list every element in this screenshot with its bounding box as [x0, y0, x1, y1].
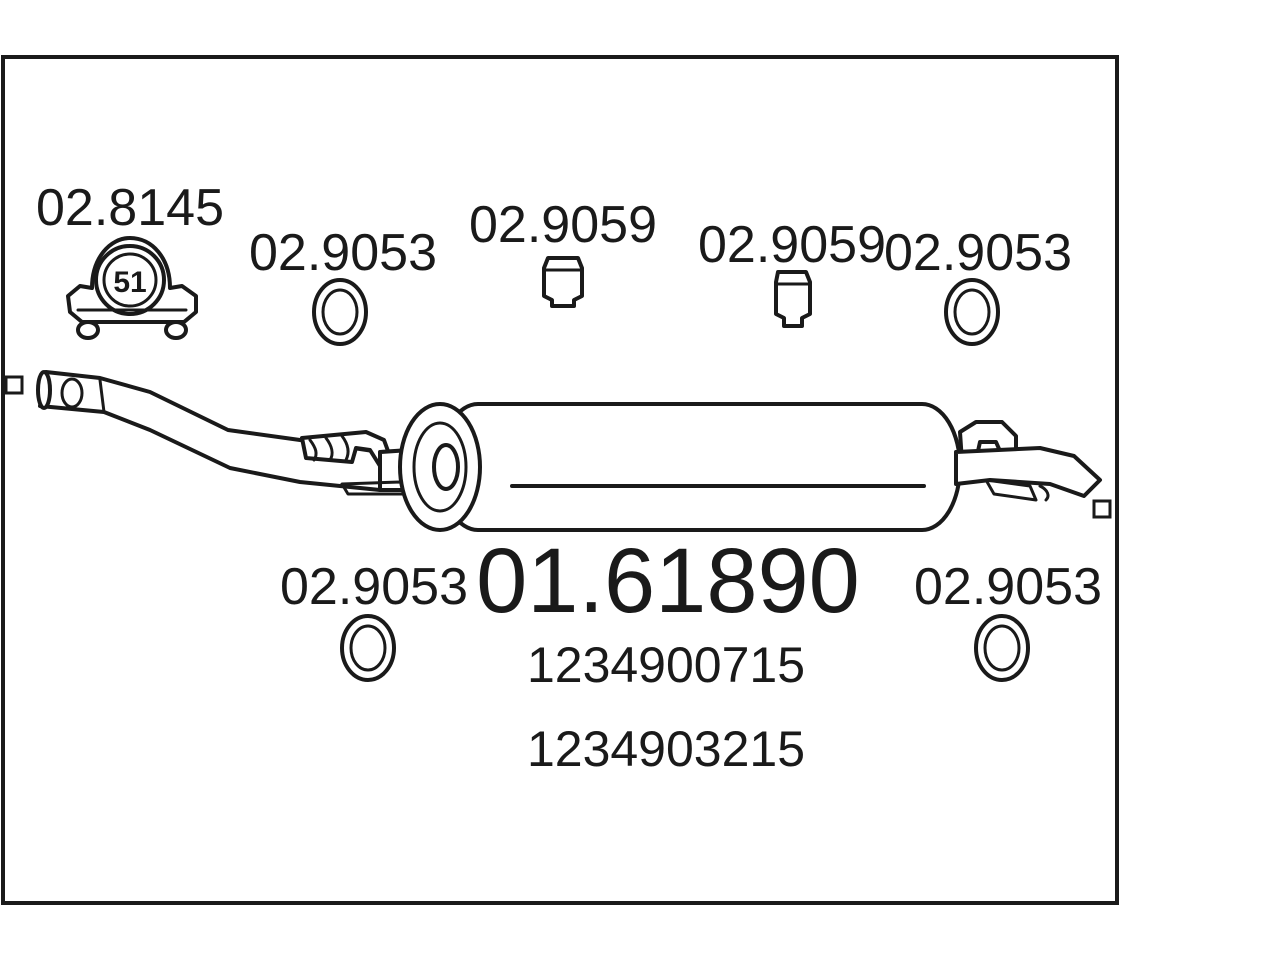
ring-top-right-part-number: 02.9053	[884, 224, 1072, 282]
mounting-bolt-right-icon	[774, 270, 812, 328]
rubber-ring-bottom-left-icon	[340, 614, 396, 682]
rear-silencer-assembly	[36, 370, 1102, 532]
main-part-number: 01.61890	[476, 530, 860, 632]
bolt-right-part-number: 02.9059	[698, 216, 886, 274]
oe-number-1: 1234900715	[527, 637, 805, 693]
rubber-ring-top-right-icon	[944, 278, 1000, 346]
ring-bottom-right-part-number: 02.9053	[914, 558, 1102, 616]
ring-bottom-left-part-number: 02.9053	[280, 558, 468, 616]
rubber-ring-top-left-icon	[312, 278, 368, 346]
rubber-ring-bottom-right-icon	[974, 614, 1030, 682]
mounting-bolt-left-icon	[542, 256, 584, 308]
left-connection-marker	[4, 375, 24, 395]
exhaust-clamp-icon	[66, 236, 198, 340]
clamp-part-number: 02.8145	[36, 179, 224, 237]
oe-number-2: 1234903215	[527, 721, 805, 777]
ring-top-left-part-number: 02.9053	[249, 224, 437, 282]
clamp-size-label: 51	[113, 266, 146, 299]
right-connection-marker	[1092, 499, 1112, 519]
diagram-border	[1, 55, 1119, 905]
bolt-left-part-number: 02.9059	[469, 196, 657, 254]
